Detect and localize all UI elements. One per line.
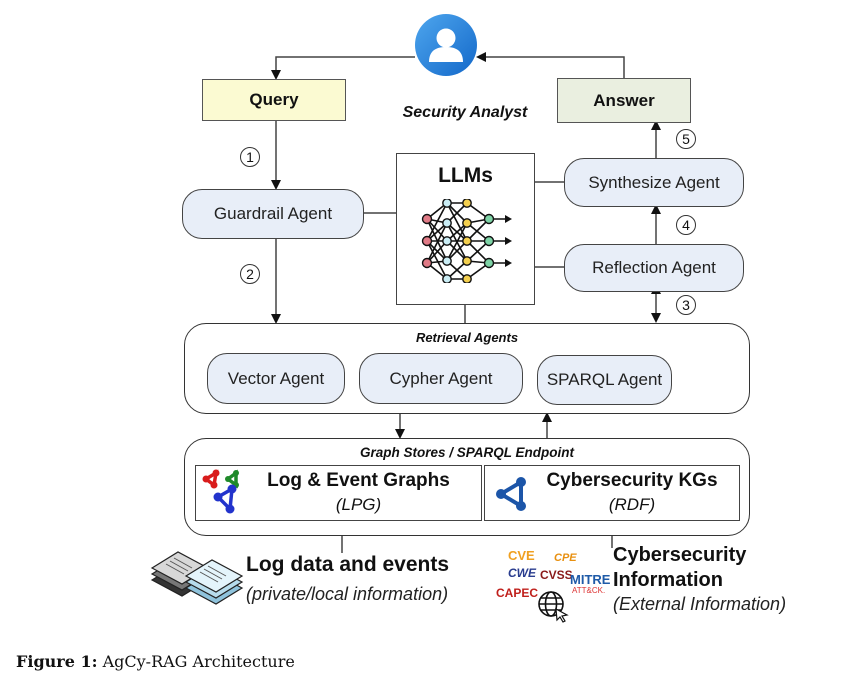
cwe-logo: CWE <box>508 566 536 580</box>
log-event-graphs-subtitle: (LPG) <box>335 495 382 514</box>
cpe-logo: CPE <box>554 552 577 564</box>
figure-caption-text: AgCy-RAG Architecture <box>102 652 295 671</box>
graph-nodes-multicolor-icon <box>202 469 239 514</box>
figure-caption: Figure 1: AgCy-RAG Architecture <box>16 652 295 671</box>
llm-label: LLMs <box>438 164 493 187</box>
log-data-title: Log data and events <box>246 553 450 576</box>
cve-logo: CVE <box>508 548 535 563</box>
log-event-graphs-title: Log & Event Graphs <box>267 470 450 491</box>
documents-stack-icon <box>150 551 244 605</box>
cvss-logo: CVSS <box>540 568 573 582</box>
retrieval-agents-group: Retrieval Agents Vector Agent Cypher Age… <box>184 323 750 414</box>
cybersecurity-kgs-subtitle: (RDF) <box>608 495 656 514</box>
query-box: Query <box>202 79 346 121</box>
security-analyst-avatar <box>415 14 477 76</box>
step-5-marker: 5 <box>676 129 696 149</box>
step-2-marker: 2 <box>240 264 260 284</box>
arrow-answer-to-analyst <box>476 52 625 78</box>
figure-caption-label: Figure 1: <box>16 652 98 671</box>
graph-stores-group: Graph Stores / SPARQL Endpoint Log & Eve… <box>184 438 750 536</box>
graph-nodes-blue-icon <box>496 477 526 511</box>
security-analyst-label: Security Analyst <box>402 104 528 121</box>
cyber-info-subtitle: (External Information) <box>613 594 787 614</box>
step-3-marker: 3 <box>676 295 696 315</box>
capec-logo: CAPEC <box>496 586 539 600</box>
synthesize-agent: Synthesize Agent <box>564 158 744 207</box>
cybersecurity-kgs-store: Cybersecurity KGs (RDF) <box>484 465 740 521</box>
cyber-info-title-line2: Information <box>613 569 723 591</box>
step-1-marker: 1 <box>240 147 260 167</box>
log-event-graphs-store: Log & Event Graphs (LPG) <box>195 465 482 521</box>
graph-stores-title: Graph Stores / SPARQL Endpoint <box>359 445 575 460</box>
reflection-agent: Reflection Agent <box>564 244 744 292</box>
guardrail-agent: Guardrail Agent <box>182 189 364 239</box>
cypher-agent: Cypher Agent <box>359 353 523 404</box>
cybersecurity-kgs-title: Cybersecurity KGs <box>546 470 718 491</box>
mitre-logo: MITRE <box>570 572 611 587</box>
answer-box: Answer <box>557 78 691 123</box>
retrieval-agents-title: Retrieval Agents <box>415 330 519 345</box>
sparql-agent: SPARQL Agent <box>537 355 672 405</box>
llm-box: LLMs <box>396 153 535 305</box>
user-icon <box>415 14 477 76</box>
globe-cursor-icon <box>538 591 569 623</box>
log-data-subtitle: (private/local information) <box>246 584 449 604</box>
vector-agent: Vector Agent <box>207 353 345 404</box>
security-standards-logos-icon: CVE CPE CWE CVSS MITRE ATT&CK. CAPEC <box>496 547 611 625</box>
cyber-info-title-line1: Cybersecurity <box>613 544 747 566</box>
neural-network-icon <box>421 199 512 283</box>
step-4-marker: 4 <box>676 215 696 235</box>
attck-logo: ATT&CK. <box>572 586 606 595</box>
arrow-analyst-to-query <box>271 56 415 80</box>
